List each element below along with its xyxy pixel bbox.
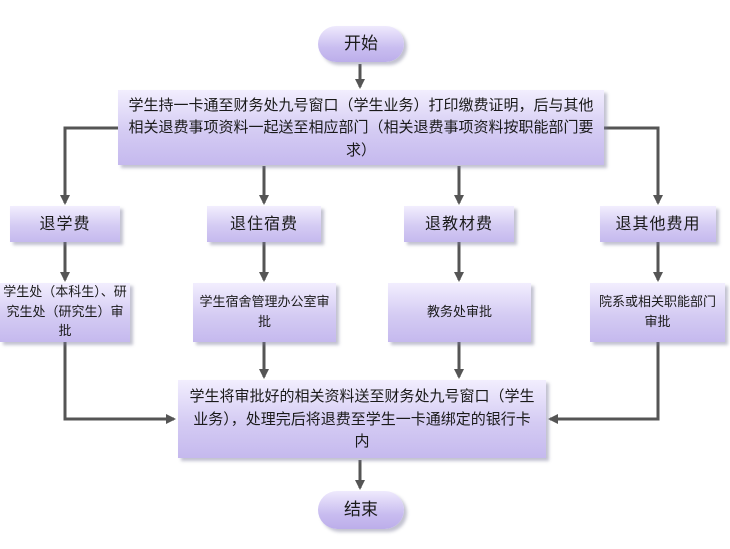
final-step-box: 学生将审批好的相关资料送至财务处九号窗口（学生业务），处理完后将退费至学生一卡通… (178, 380, 546, 458)
approval-dorm-office: 学生宿舍管理办公室审批 (193, 283, 336, 342)
approval-student-office: 学生处（本科生）、研究生处（研究生）审批 (0, 283, 130, 342)
start-label: 开始 (344, 33, 378, 54)
arrow-step1-to-other (604, 126, 663, 205)
category-lodging-label: 退住宿费 (229, 213, 298, 233)
approval-academic-affairs-text: 教务处审批 (426, 304, 492, 320)
end-node: 结束 (318, 491, 404, 529)
category-tuition-label: 退学费 (39, 213, 91, 233)
category-textbook-label: 退教材费 (424, 213, 493, 233)
category-other-label: 退其他费用 (615, 213, 701, 233)
step1-text: 学生持一卡通至财务处九号窗口（学生业务）打印缴费证明，后与其他相关退费事项资料一… (128, 95, 594, 159)
arrow-tuition-approval-to-final (63, 342, 176, 424)
category-lodging: 退住宿费 (207, 206, 321, 242)
arrow-other-approval-to-final (548, 342, 660, 424)
category-textbook: 退教材费 (404, 206, 514, 242)
category-other: 退其他费用 (600, 206, 716, 242)
arrow-step1-to-tuition (60, 126, 118, 205)
step1-box: 学生持一卡通至财务处九号窗口（学生业务）打印缴费证明，后与其他相关退费事项资料一… (118, 90, 604, 165)
start-node: 开始 (318, 26, 404, 62)
category-tuition: 退学费 (10, 206, 120, 242)
approval-department: 院系或相关职能部门审批 (590, 283, 725, 342)
final-step-text: 学生将审批好的相关资料送至财务处九号窗口（学生业务），处理完后将退费至学生一卡通… (189, 387, 535, 451)
approval-student-office-text: 学生处（本科生）、研究生处（研究生）审批 (3, 285, 127, 340)
end-label: 结束 (344, 499, 378, 520)
approval-academic-affairs: 教务处审批 (388, 283, 531, 342)
approval-department-text: 院系或相关职能部门审批 (598, 295, 716, 330)
approval-dorm-office-text: 学生宿舍管理办公室审批 (199, 295, 330, 330)
